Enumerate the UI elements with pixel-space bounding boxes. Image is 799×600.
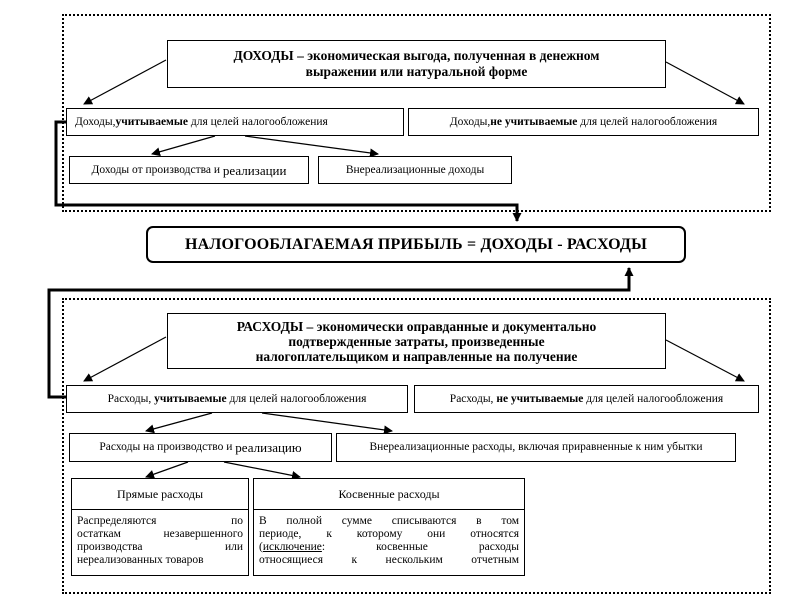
direct-expenses-line: Распределяются по (77, 515, 243, 527)
income-production-box: Доходы от производства и реализации (69, 156, 309, 184)
indirect-expenses-line: относящиеся к нескольким отчетным (259, 554, 519, 566)
indirect-expenses-line: В полной сумме списываются в том (259, 515, 519, 527)
expenses-not-accounted-box: Расходы, не учитываемые для целей налого… (414, 385, 759, 413)
income-not-accounted-box: Доходы, не учитываемые для целей налогоо… (408, 108, 759, 136)
expenses-accounted-box: Расходы, учитываемые для целей налогообл… (66, 385, 408, 413)
direct-expenses-box: Прямые расходы Распределяются по остатка… (71, 478, 249, 576)
taxable-profit-formula: НАЛОГООБЛАГАЕМАЯ ПРИБЫЛЬ = ДОХОДЫ - РАСХ… (146, 226, 686, 263)
income-definition-line1: ДОХОДЫ – экономическая выгода, полученна… (233, 48, 600, 63)
direct-expenses-line: нереализованных товаров (77, 554, 204, 566)
direct-expenses-description: Распределяются по остаткам незавершенног… (77, 515, 243, 567)
income-accounted-box: Доходы, учитываемые для целей налогообло… (66, 108, 404, 136)
expenses-definition-line2: подтвержденные затраты, произведенные (288, 333, 545, 349)
income-definition-line2: выражении или натуральной форме (305, 64, 528, 79)
indirect-expenses-description: В полной сумме списываются в том периоде… (259, 515, 519, 567)
expenses-production-box: Расходы на производство и реализацию (69, 433, 332, 462)
indirect-expenses-line: периоде, к которому они относятся (259, 528, 519, 540)
indirect-expenses-title: Косвенные расходы (254, 479, 524, 510)
direct-expenses-line: остаткам незавершенного (77, 528, 243, 540)
expenses-definition-line1: РАСХОДЫ – экономически оправданные и док… (236, 318, 597, 334)
direct-expenses-line: производства или (77, 541, 243, 553)
income-non-operating-box: Внереализационные доходы (318, 156, 512, 184)
indirect-expenses-line: (исключение: косвенные расходы (259, 541, 519, 553)
indirect-expenses-box: Косвенные расходы В полной сумме списыва… (253, 478, 525, 576)
expenses-non-operating-box: Внереализационные расходы, включая прира… (336, 433, 736, 462)
income-section-frame (62, 14, 771, 212)
income-definition-box: ДОХОДЫ – экономическая выгода, полученна… (167, 40, 666, 88)
expenses-section-frame (62, 298, 771, 594)
expenses-definition-line3: налогоплательщиком и направленные на пол… (255, 348, 578, 364)
exception-term: исключение (262, 541, 322, 553)
direct-expenses-title: Прямые расходы (72, 479, 248, 510)
expenses-definition-box: РАСХОДЫ – экономически оправданные и док… (167, 313, 666, 369)
